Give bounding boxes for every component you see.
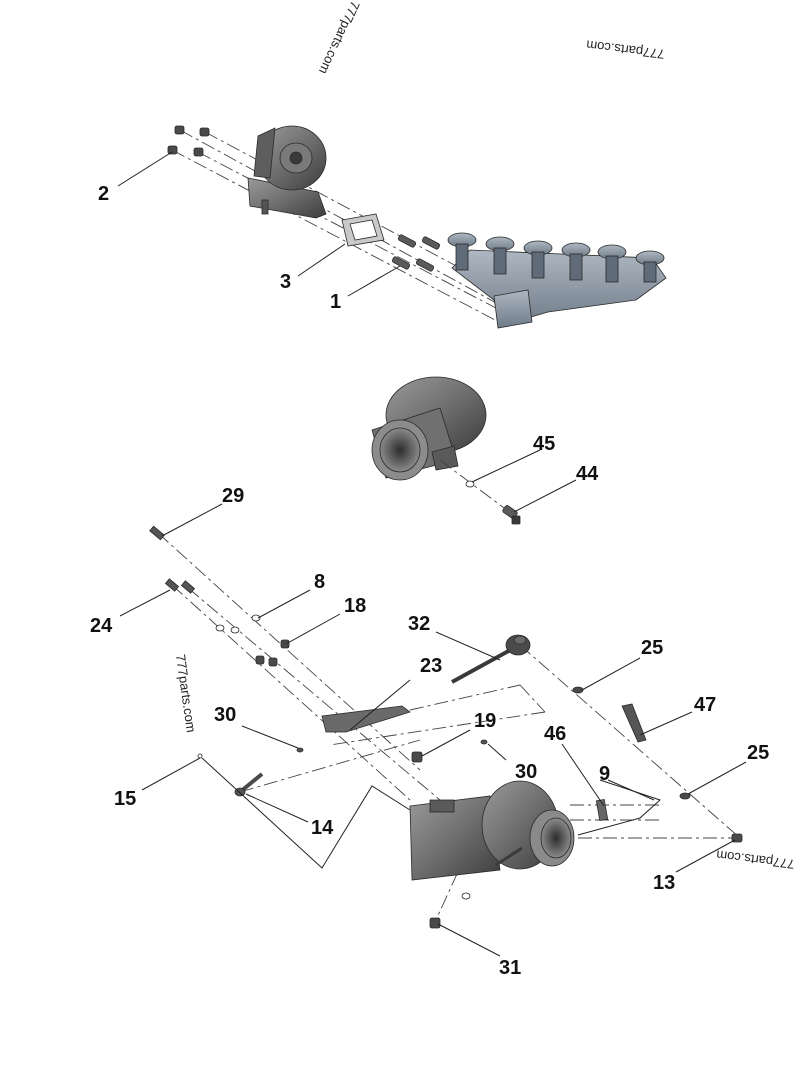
- washer-30a: [296, 747, 304, 753]
- hose-47: [621, 703, 647, 743]
- callout-24: 24: [90, 615, 113, 637]
- washer-31: [461, 892, 471, 900]
- watermark-right: 777parts.com: [715, 847, 795, 871]
- callout-14: 14: [311, 817, 334, 839]
- callout-3: 3: [280, 271, 291, 293]
- sensor-44: [502, 505, 521, 525]
- stud-set-1: [391, 234, 441, 272]
- callout-8: 8: [314, 571, 325, 593]
- bracket-23: [321, 705, 411, 733]
- callout-25a: 25: [641, 637, 663, 659]
- bolt-29: [149, 525, 165, 541]
- callout-31: 31: [499, 957, 521, 979]
- watermark-top-right: 777parts.com: [585, 37, 665, 61]
- nut-31: [429, 917, 441, 929]
- callout-15: 15: [114, 788, 136, 810]
- callout-labels: 2 3 1 45 44 29 8 18 24 32 25 23 47 30 19…: [90, 183, 769, 979]
- bottom-assembly: [119, 503, 747, 957]
- callout-46: 46: [544, 723, 566, 745]
- watermark-top-cut: 777parts.com: [316, 0, 363, 76]
- top-assembly: [117, 125, 667, 329]
- gasket-3: [341, 213, 385, 247]
- fitting-19: [411, 751, 423, 763]
- middle-assembly: [371, 376, 577, 525]
- callout-13: 13: [653, 872, 675, 894]
- wastegate-actuator-32: [451, 634, 531, 684]
- o-ring-45: [465, 480, 475, 488]
- nut-set-2: [167, 125, 210, 157]
- clamp-25b: [679, 792, 691, 800]
- callout-32: 32: [408, 613, 430, 635]
- callout-18: 18: [344, 595, 366, 617]
- bolt-14: [234, 772, 264, 797]
- turbocharger-bottom: [409, 780, 575, 881]
- callout-30b: 30: [515, 761, 537, 783]
- callout-45: 45: [533, 433, 555, 455]
- clamp-25a: [572, 686, 584, 694]
- washer-set-8: [215, 614, 261, 634]
- callout-25b: 25: [747, 742, 769, 764]
- callout-19: 19: [474, 710, 496, 732]
- callout-30a: 30: [214, 704, 236, 726]
- callout-2: 2: [98, 183, 109, 205]
- callout-1: 1: [330, 291, 341, 313]
- bolt-set-24: [164, 578, 196, 594]
- turbocharger-top: [247, 125, 327, 219]
- washer-30b: [480, 739, 488, 745]
- exhaust-manifold: [447, 232, 667, 329]
- nut-set-18: [255, 639, 290, 667]
- callout-23: 23: [420, 655, 442, 677]
- callout-9: 9: [599, 763, 610, 785]
- ring-15: [197, 753, 203, 759]
- watermark-left: 777parts.com: [173, 653, 199, 733]
- callout-44: 44: [576, 463, 599, 485]
- callout-47: 47: [694, 694, 716, 716]
- callout-29: 29: [222, 485, 244, 507]
